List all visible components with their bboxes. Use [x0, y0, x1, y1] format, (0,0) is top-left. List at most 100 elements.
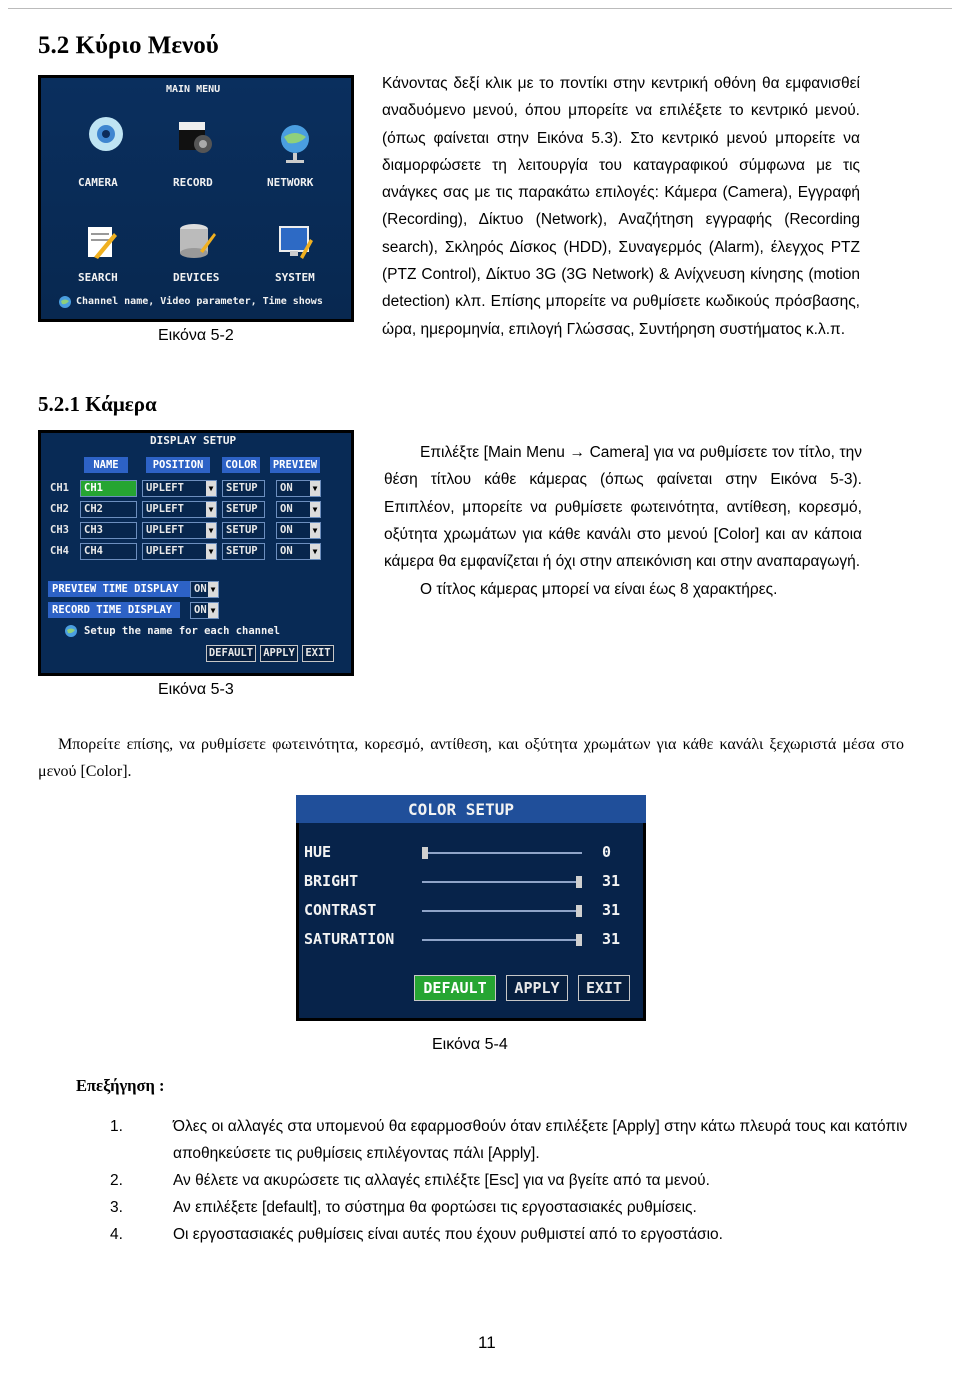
preview-select-ch3[interactable]: ON ▼: [276, 522, 321, 539]
chevron-down-icon: ▼: [206, 523, 216, 538]
position-select-ch2[interactable]: UPLEFT▼: [142, 501, 217, 518]
chevron-down-icon: ▼: [310, 544, 320, 559]
note-number-3: 3.: [110, 1199, 123, 1216]
saturation-label: SATURATION: [304, 930, 395, 948]
color-setup-title: COLOR SETUP: [408, 800, 514, 819]
chevron-down-icon: ▼: [208, 603, 218, 618]
figure-caption-5-2: Εικόνα 5-2: [158, 327, 234, 344]
chevron-down-icon: ▼: [206, 481, 216, 496]
channel-label-ch1: CH1: [50, 482, 69, 494]
section-heading-main-menu: 5.2 Κύριο Μενού: [38, 32, 219, 59]
preview-value-ch2: ON: [280, 503, 293, 515]
preview-time-display-select[interactable]: ON▼: [190, 581, 219, 598]
network-icon: [278, 123, 312, 165]
record-time-display-select[interactable]: ON▼: [190, 602, 219, 619]
exit-button[interactable]: EXIT: [578, 975, 630, 1001]
chevron-down-icon: ▼: [310, 523, 320, 538]
contrast-value: 31: [602, 901, 621, 919]
channel-label-ch2: CH2: [50, 503, 69, 515]
channel-name-field-ch2[interactable]: CH2: [80, 501, 137, 518]
menu-item-devices[interactable]: DEVICES: [173, 271, 220, 284]
main-menu-title: MAIN MENU: [166, 84, 221, 95]
contrast-label: CONTRAST: [304, 901, 377, 919]
default-button[interactable]: DEFAULT: [206, 645, 256, 662]
hue-label: HUE: [304, 843, 332, 861]
channel-label-ch4: CH4: [50, 545, 69, 557]
apply-button[interactable]: APPLY: [506, 975, 568, 1001]
contrast-slider-handle[interactable]: [576, 905, 582, 917]
saturation-slider[interactable]: [422, 939, 582, 941]
devices-icon: [178, 223, 218, 261]
main-menu-screenshot: MAIN MENU CAMERA RECORD NETWORK SEARCH D…: [38, 75, 354, 322]
system-icon: [276, 223, 316, 263]
column-header-name: NAME: [84, 457, 128, 473]
figure-caption-5-4: Εικόνα 5-4: [432, 1036, 508, 1053]
camera-paragraph: Επιλέξτε [Main Menu → Camera] για να ρυθ…: [384, 444, 862, 571]
display-setup-hint: Setup the name for each channel: [84, 625, 280, 637]
chevron-down-icon: ▼: [310, 481, 320, 496]
hint-globe-icon: [64, 624, 78, 638]
channel-label-ch3: CH3: [50, 524, 69, 536]
menu-item-camera[interactable]: CAMERA: [78, 176, 118, 189]
contrast-slider[interactable]: [422, 910, 582, 912]
note-text-3: Αν επιλέξετε [default], το σύστημα θα φο…: [173, 1199, 697, 1216]
figure-caption-5-3: Εικόνα 5-3: [158, 681, 234, 698]
position-select-ch3[interactable]: UPLEFT▼: [142, 522, 217, 539]
preview-value-ch1: ON: [280, 482, 293, 494]
position-value-ch1: UPLEFT: [146, 482, 184, 494]
exit-button[interactable]: EXIT: [302, 645, 334, 662]
camera-icon: [86, 113, 126, 153]
color-setup-button-ch2[interactable]: SETUP: [222, 501, 265, 518]
color-setup-button-ch3[interactable]: SETUP: [222, 522, 265, 539]
column-header-color: COLOR: [222, 457, 260, 473]
color-setup-button-ch4[interactable]: SETUP: [222, 543, 265, 560]
menu-item-record[interactable]: RECORD: [173, 176, 213, 189]
color-setup-button-ch1[interactable]: SETUP: [222, 480, 265, 497]
channel-name-field-ch1[interactable]: CH1: [80, 480, 137, 497]
position-value-ch2: UPLEFT: [146, 503, 184, 515]
chevron-down-icon: ▼: [310, 502, 320, 517]
position-select-ch4[interactable]: UPLEFT▼: [142, 543, 217, 560]
note-number-2: 2.: [110, 1172, 123, 1189]
display-setup-title: DISPLAY SETUP: [150, 434, 237, 447]
note-text-4: Οι εργοστασιακές ρυθμίσεις είναι αυτές π…: [173, 1226, 723, 1243]
saturation-slider-handle[interactable]: [576, 934, 582, 946]
color-paragraph: Μπορείτε επίσης, να ρυθμίσετε φωτεινότητ…: [38, 736, 904, 781]
apply-button[interactable]: APPLY: [260, 645, 298, 662]
preview-select-ch1[interactable]: ON ▼: [276, 480, 321, 497]
menu-item-search[interactable]: SEARCH: [78, 271, 118, 284]
channel-name-field-ch3[interactable]: CH3: [80, 522, 137, 539]
bright-slider[interactable]: [422, 881, 582, 883]
chevron-down-icon: ▼: [208, 582, 218, 597]
preview-select-ch2[interactable]: ON ▼: [276, 501, 321, 518]
note-number-1: 1.: [110, 1118, 123, 1135]
section-heading-camera: 5.2.1 Κάμερα: [38, 392, 157, 416]
chevron-down-icon: ▼: [206, 544, 216, 559]
record-time-display-value: ON: [194, 604, 207, 616]
search-icon: [86, 225, 120, 261]
preview-value-ch3: ON: [280, 524, 293, 536]
record-time-display-label: RECORD TIME DISPLAY: [48, 602, 180, 618]
default-button[interactable]: DEFAULT: [414, 975, 496, 1001]
hue-slider-handle[interactable]: [422, 847, 428, 859]
menu-item-network[interactable]: NETWORK: [267, 176, 314, 189]
display-setup-screenshot: DISPLAY SETUP NAME POSITION COLOR PREVIE…: [38, 430, 354, 676]
note-text-2: Αν θέλετε να ακυρώσετε τις αλλαγές επιλέ…: [173, 1172, 710, 1189]
menu-item-system[interactable]: SYSTEM: [275, 271, 315, 284]
preview-value-ch4: ON: [280, 545, 293, 557]
camera-title-note: Ο τίτλος κάμερας μπορεί να είναι έως 8 χ…: [420, 581, 778, 598]
position-select-ch1[interactable]: UPLEFT ▼: [142, 480, 217, 497]
note-text-1: Όλες οι αλλαγές στα υπομενού θα εφαρμοσθ…: [173, 1118, 908, 1163]
preview-select-ch4[interactable]: ON ▼: [276, 543, 321, 560]
hue-value: 0: [602, 843, 612, 861]
preview-time-display-value: ON: [194, 583, 207, 595]
hue-slider[interactable]: [422, 852, 582, 854]
main-menu-paragraph: Κάνοντας δεξί κλικ με το ποντίκι στην κε…: [382, 75, 860, 338]
bright-slider-handle[interactable]: [576, 876, 582, 888]
column-header-preview: PREVIEW: [270, 457, 320, 473]
note-number-4: 4.: [110, 1226, 123, 1243]
channel-name-field-ch4[interactable]: CH4: [80, 543, 137, 560]
saturation-value: 31: [602, 930, 621, 948]
record-icon: [176, 120, 214, 156]
notes-heading: Επεξήγηση :: [76, 1076, 165, 1095]
